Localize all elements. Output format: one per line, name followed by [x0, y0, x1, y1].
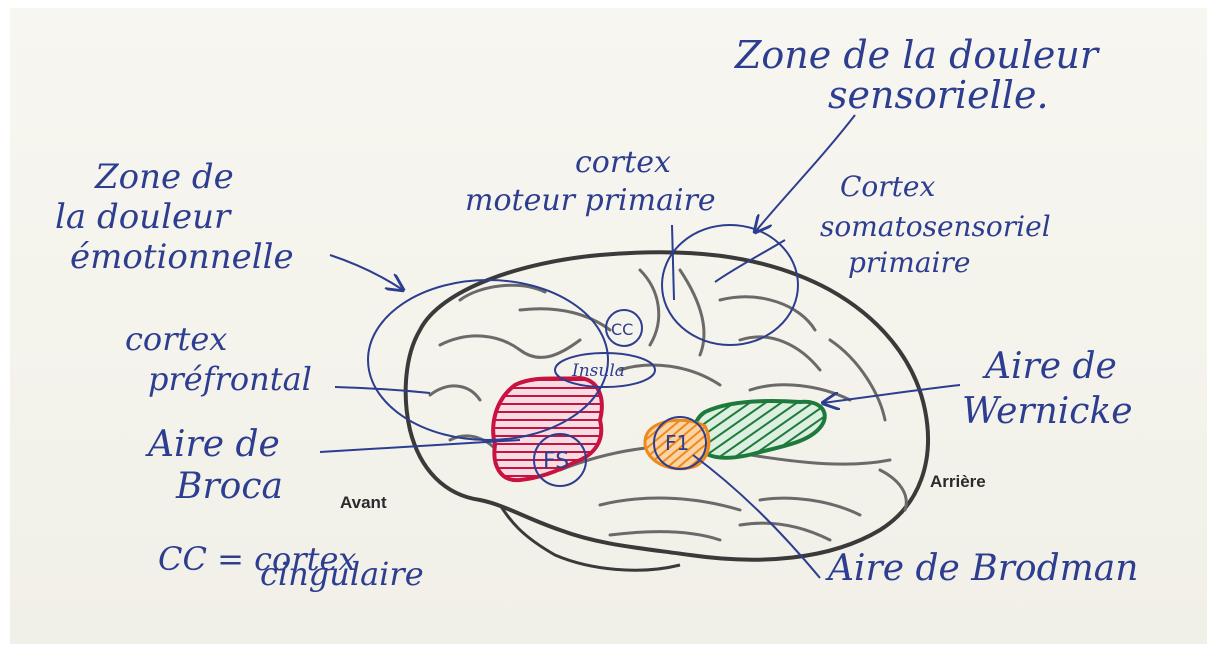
label-brodman: Aire de Brodman [825, 548, 1138, 589]
label-broca: Aire de Broca [145, 424, 283, 507]
svg-text:Cortex: Cortex [840, 170, 935, 203]
label-motor-cortex: cortex moteur primaire [465, 145, 716, 218]
svg-text:primaire: primaire [848, 246, 970, 279]
svg-text:Wernicke: Wernicke [962, 391, 1133, 432]
label-sensory-pain: Zone de la douleur sensorielle. [734, 33, 1101, 117]
svg-text:somatosensoriel: somatosensoriel [820, 210, 1051, 243]
svg-text:préfrontal: préfrontal [148, 360, 312, 398]
label-emotional-pain: Zone de la douleur émotionnelle [55, 157, 294, 277]
label-prefrontal: cortex préfrontal [125, 320, 312, 398]
label-arriere: Arrière [930, 472, 986, 491]
svg-text:cortex: cortex [125, 320, 227, 358]
svg-text:cortex: cortex [575, 145, 671, 180]
emotional-pain-circle [368, 280, 608, 440]
svg-text:émotionnelle: émotionnelle [70, 237, 294, 277]
svg-text:la douleur: la douleur [55, 197, 232, 237]
svg-text:sensorielle.: sensorielle. [828, 73, 1049, 117]
cc-label: CC [611, 320, 633, 339]
label-avant: Avant [340, 493, 387, 512]
svg-text:cingulaire: cingulaire [260, 555, 424, 593]
svg-text:Aire de: Aire de [145, 424, 280, 465]
f1-label: F1 [665, 431, 689, 455]
label-cc-legend: CC = cortex cingulaire [158, 540, 424, 593]
svg-text:Zone de la douleur: Zone de la douleur [734, 33, 1101, 77]
svg-text:Aire de: Aire de [982, 346, 1117, 387]
sensory-pain-circle [662, 225, 798, 345]
brain-outline [406, 252, 928, 570]
label-somatosensory: Cortex somatosensoriel primaire [820, 170, 1051, 279]
insula-label: Insula [571, 361, 625, 381]
label-wernicke: Aire de Wernicke [962, 346, 1133, 432]
svg-text:Zone de: Zone de [94, 157, 234, 197]
fs-label: FS [543, 449, 569, 474]
svg-text:Broca: Broca [175, 466, 283, 507]
wernicke-area [694, 401, 825, 458]
svg-text:moteur primaire: moteur primaire [465, 183, 716, 218]
